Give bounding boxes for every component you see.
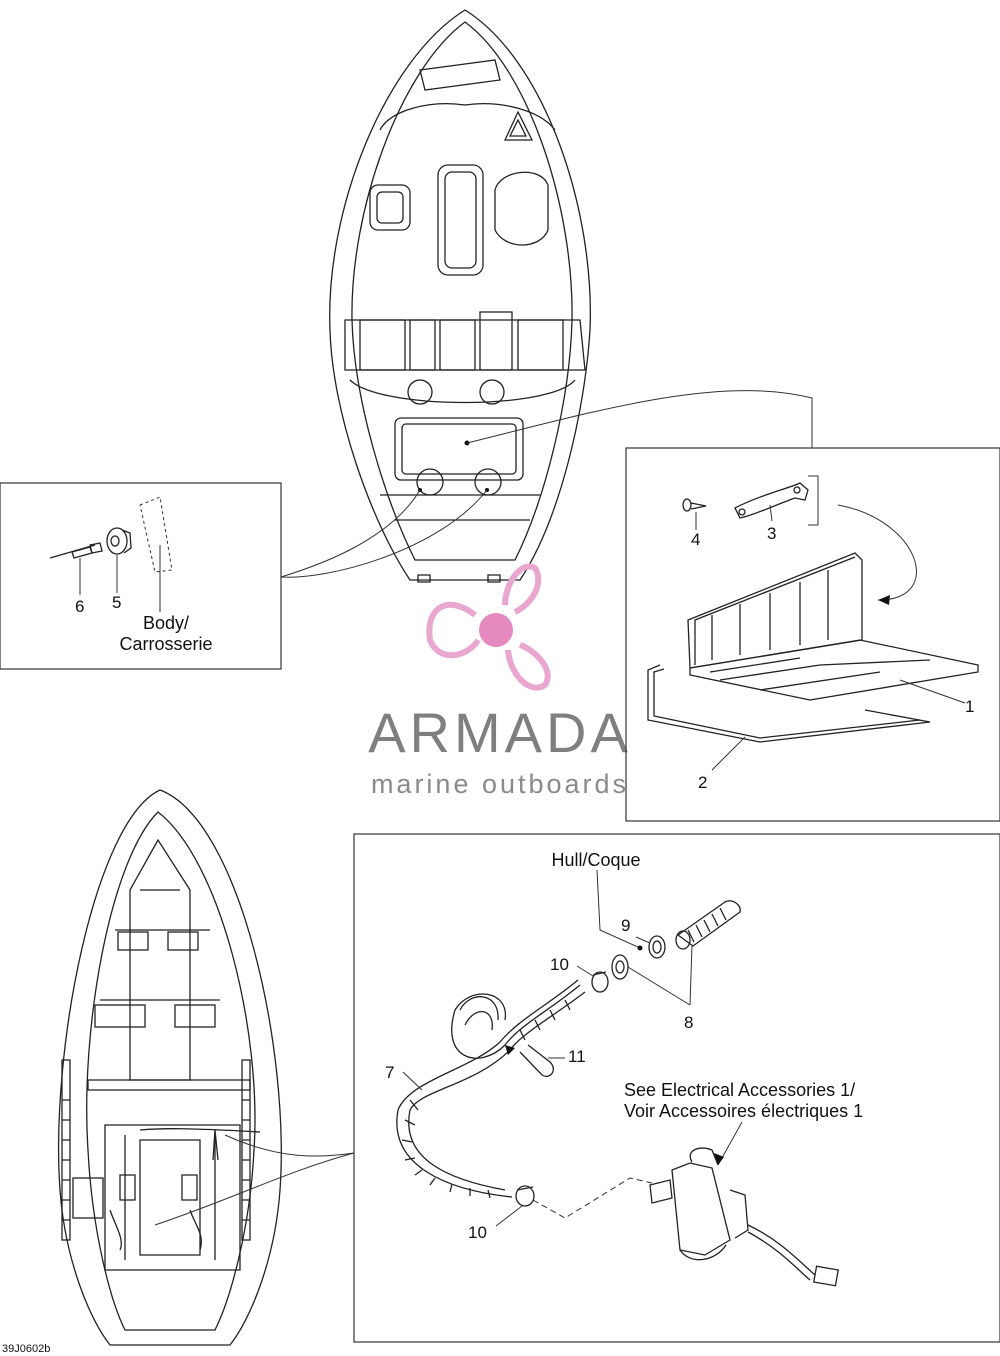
storage-tray-part-1 bbox=[687, 552, 979, 701]
callout-4: 4 bbox=[691, 530, 700, 549]
callout-10-upper: 10 bbox=[550, 955, 569, 974]
callout-11: 11 bbox=[568, 1047, 586, 1066]
watercraft-hull-view bbox=[57, 789, 282, 1346]
callout-9: 9 bbox=[621, 916, 630, 935]
detail-box-storage-tray bbox=[625, 447, 1000, 822]
label-see-electrical-1: See Electrical Accessories 1/ bbox=[624, 1080, 855, 1100]
body-panel-outline bbox=[139, 496, 173, 573]
callout-10-lower: 10 bbox=[468, 1223, 487, 1242]
label-hull: Hull/Coque bbox=[551, 850, 640, 870]
armada-tagline: marine outboards bbox=[371, 769, 629, 799]
detail-box-bilge-pump bbox=[353, 833, 1000, 1343]
latch-bracket-part-3 bbox=[734, 482, 809, 519]
callout-6: 6 bbox=[75, 597, 84, 616]
clamp-part-10-upper bbox=[591, 971, 609, 993]
callout-7: 7 bbox=[385, 1063, 394, 1082]
detail-box-body-fasteners bbox=[0, 482, 282, 670]
washer-part-9 bbox=[648, 935, 666, 959]
clamp-part-10-lower bbox=[515, 1185, 535, 1207]
callout-2: 2 bbox=[698, 773, 707, 792]
cable-tie-part-11 bbox=[519, 1044, 554, 1077]
watercraft-top-view bbox=[329, 9, 591, 583]
bilge-pump bbox=[649, 1147, 839, 1287]
label-see-electrical-2: Voir Accessoires électriques 1 bbox=[624, 1101, 863, 1121]
mat-part-2 bbox=[647, 664, 931, 743]
hose-part-7 bbox=[396, 979, 586, 1199]
callout-8: 8 bbox=[684, 1013, 693, 1032]
label-body: Body/ bbox=[143, 613, 189, 633]
grommet bbox=[106, 527, 132, 555]
label-body-fr: Carrosserie bbox=[119, 634, 212, 654]
fastener-screw bbox=[49, 542, 103, 559]
callout-3: 3 bbox=[767, 524, 776, 543]
callout-1: 1 bbox=[965, 697, 974, 716]
diagram-code: 39J0602b bbox=[2, 1343, 50, 1355]
callout-5: 5 bbox=[112, 593, 121, 612]
hose-fitting-part-8 bbox=[611, 900, 741, 980]
screw-part-4 bbox=[682, 498, 707, 512]
armada-propeller-logo bbox=[426, 563, 551, 691]
armada-brand-text: ARMADA bbox=[368, 701, 632, 764]
